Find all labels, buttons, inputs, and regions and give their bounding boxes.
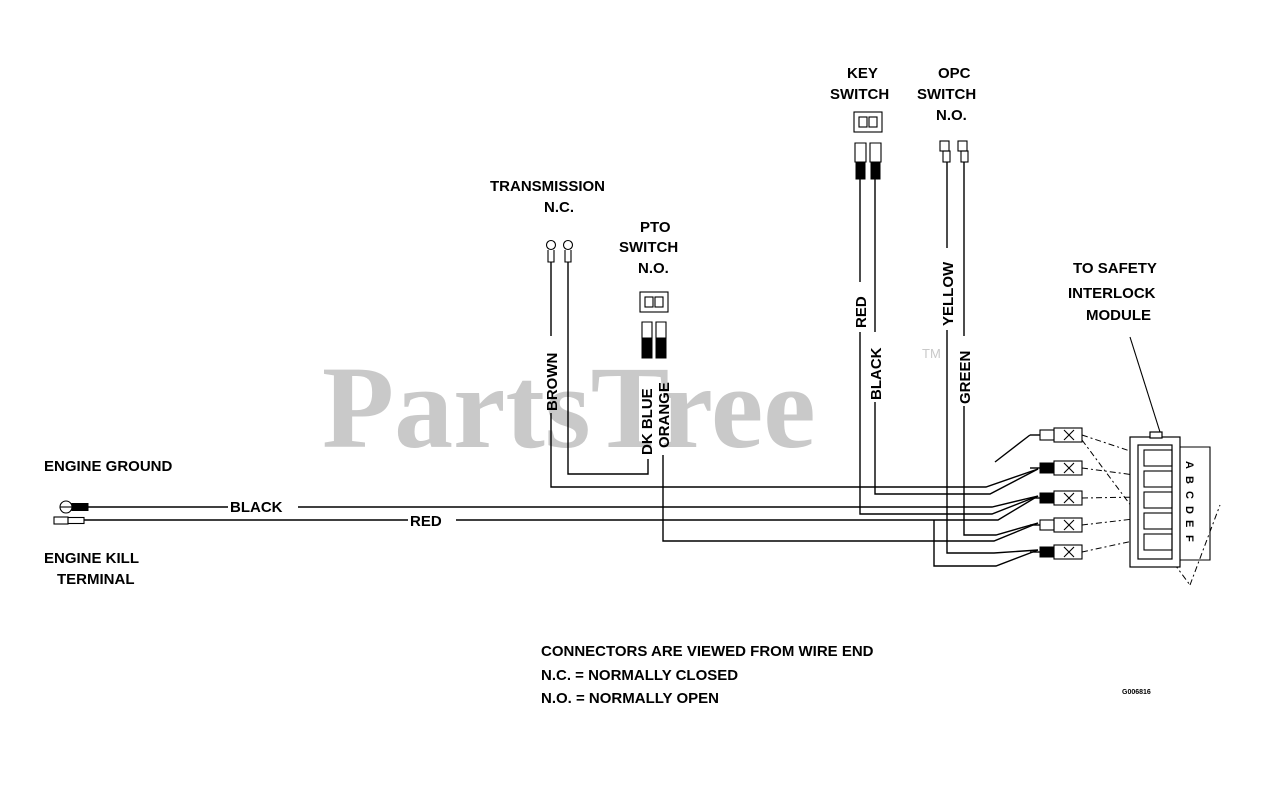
module-label-line2: INTERLOCK xyxy=(1068,285,1156,302)
watermark-brand: PartsTree xyxy=(322,342,816,473)
opc-label-line3: N.O. xyxy=(936,107,967,124)
wire-black-key xyxy=(874,179,1039,495)
wire-orange xyxy=(662,455,1039,542)
opc-switch-terminals xyxy=(939,140,969,163)
key-switch-label-line2: SWITCH xyxy=(830,86,889,103)
opc-label-line2: SWITCH xyxy=(917,86,976,103)
wire-label-black-main: BLACK xyxy=(230,499,283,516)
wire-brown xyxy=(550,262,1039,488)
wire-label-green: GREEN xyxy=(957,351,974,404)
wire-label-orange: ORANGE xyxy=(656,382,673,448)
transmission-label-line2: N.C. xyxy=(544,199,574,216)
pin-label-f: F xyxy=(1183,535,1195,542)
opc-label-line1: OPC xyxy=(938,65,971,82)
wire-black-main xyxy=(88,495,1039,508)
module-label-line3: MODULE xyxy=(1086,307,1151,324)
wire-red-key xyxy=(859,179,1039,515)
transmission-label-line1: TRANSMISSION xyxy=(490,178,605,195)
pin-label-a: A xyxy=(1183,461,1195,469)
interlock-module-connector xyxy=(1129,431,1211,568)
wire-transmission-second xyxy=(567,262,649,475)
key-switch-label-line1: KEY xyxy=(847,65,878,82)
engine-kill-label-line2: TERMINAL xyxy=(57,571,135,588)
wire-label-dk-blue: DK BLUE xyxy=(639,388,656,455)
watermark-trademark: TM xyxy=(922,346,941,361)
engine-kill-connector xyxy=(53,516,85,525)
pto-switch-connector xyxy=(639,291,669,359)
wire-green xyxy=(963,162,1039,536)
pin-label-b: B xyxy=(1183,476,1195,484)
key-switch-connector xyxy=(853,111,883,180)
pto-label-line3: N.O. xyxy=(638,260,669,277)
engine-kill-label-line1: ENGINE KILL xyxy=(44,550,139,567)
module-leader-line xyxy=(1129,336,1161,433)
pin-label-c: C xyxy=(1183,491,1195,499)
drawing-id: G006816 xyxy=(1122,689,1151,696)
pto-label-line1: PTO xyxy=(640,219,671,236)
harness-terminals xyxy=(994,427,1083,560)
wire-label-red-key: RED xyxy=(853,296,870,328)
wire-label-red-main: RED xyxy=(410,513,442,530)
note-line1: CONNECTORS ARE VIEWED FROM WIRE END xyxy=(541,643,874,660)
engine-ground-label: ENGINE GROUND xyxy=(44,458,173,475)
wire-label-yellow: YELLOW xyxy=(940,261,957,326)
module-label-line1: TO SAFETY xyxy=(1073,260,1157,277)
pin-label-e: E xyxy=(1183,520,1195,527)
wire-yellow xyxy=(946,162,1039,554)
transmission-switch-terminals xyxy=(545,239,574,263)
engine-ground-connector xyxy=(59,500,89,514)
wire-dk-blue-run xyxy=(933,520,1039,567)
note-line2: N.C. = NORMALLY CLOSED xyxy=(541,667,738,684)
pto-label-line2: SWITCH xyxy=(619,239,678,256)
pin-label-d: D xyxy=(1183,506,1195,514)
wire-label-brown: BROWN xyxy=(544,353,561,411)
wire-red-main xyxy=(84,495,1039,521)
note-line3: N.O. = NORMALLY OPEN xyxy=(541,690,719,707)
wire-label-black-key: BLACK xyxy=(868,347,885,400)
module-pin-labels: A B C D E F xyxy=(1183,461,1195,542)
